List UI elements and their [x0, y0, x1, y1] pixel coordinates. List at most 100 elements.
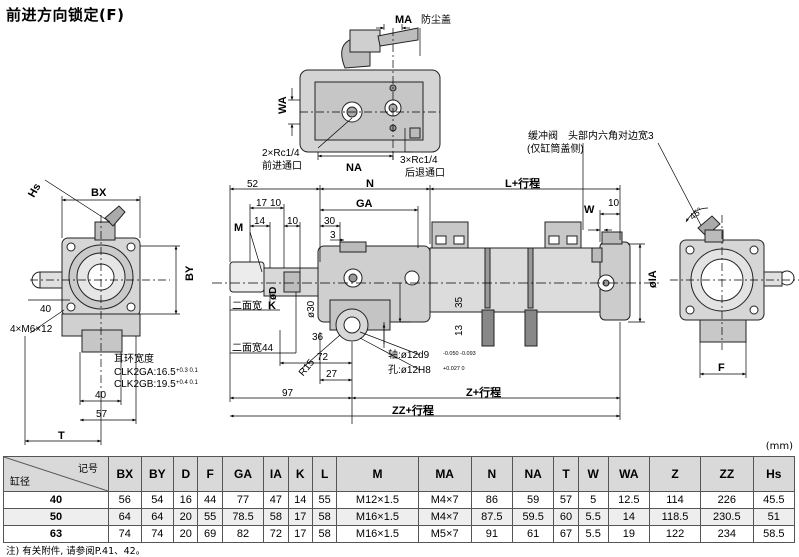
table-cell: 122 — [648, 525, 702, 543]
table-cell: 17 — [287, 508, 313, 526]
label-shaft: 轴:ø12d9 — [388, 348, 430, 361]
label-R15: R15 — [297, 357, 318, 378]
bore-cell: 50 — [3, 508, 109, 526]
label-dust-cover: 防尘盖 — [421, 13, 451, 26]
label-K: K — [268, 300, 276, 312]
table-cell: 82 — [221, 525, 265, 543]
table-cell: 47 — [263, 491, 289, 509]
table-cell: M4×7 — [417, 508, 472, 526]
table-cell: 86 — [470, 491, 514, 509]
label-72: 72 — [317, 352, 329, 363]
label-port-rev-size: 3×Rc1/4 — [400, 155, 438, 166]
table-cell: 78.5 — [221, 508, 265, 526]
col-header: D — [173, 456, 199, 492]
label-hole-tol: +0.027 0 — [443, 366, 465, 372]
label-45deg: 45° — [688, 205, 705, 222]
label-L-stroke: L+行程 — [505, 176, 540, 190]
corner-diagonal — [4, 457, 108, 491]
label-clk2gb: CLK2GB:19.5 — [114, 379, 176, 390]
col-header: BY — [140, 456, 175, 492]
label-BY: BY — [184, 265, 196, 281]
table-cell: M4×7 — [417, 491, 472, 509]
col-header: Hs — [752, 456, 796, 492]
table-cell: 58.5 — [752, 525, 796, 543]
col-header: NA — [511, 456, 555, 492]
table-cell: 20 — [173, 525, 199, 543]
col-header: WA — [607, 456, 651, 492]
label-4xM6: 4×M6×12 — [10, 324, 53, 335]
table-cell: M5×7 — [417, 525, 472, 543]
label-M: M — [234, 222, 243, 234]
table-cell: M16×1.5 — [336, 525, 419, 543]
label-T: T — [58, 430, 65, 442]
table-cell: 55 — [197, 508, 223, 526]
table-row: 40 56 54 16 44 77 47 14 55 M12×1.5 M4×7 … — [3, 491, 796, 509]
table-cell: 45.5 — [752, 491, 796, 509]
table-cell: 58 — [311, 508, 338, 526]
label-hex-across: 头部内六角对边宽3 — [568, 129, 654, 142]
label-clk2gb-tol: +0.4 0.1 — [176, 380, 199, 386]
col-header: L — [311, 456, 338, 492]
label-NA: NA — [346, 162, 362, 174]
table-cell: 64 — [140, 508, 175, 526]
label-WA: WA — [277, 96, 289, 114]
table-cell: 20 — [173, 508, 199, 526]
table-cell: 69 — [197, 525, 223, 543]
table-cell: 55 — [311, 491, 338, 509]
label-MA: MA — [395, 14, 412, 26]
label-W: W — [584, 204, 595, 216]
label-hole: 孔:ø12H8 — [388, 364, 431, 376]
table-cell: 114 — [648, 491, 702, 509]
table-cell: 74 — [108, 525, 142, 543]
table-cell: 5.5 — [577, 525, 609, 543]
label-GA: GA — [356, 198, 373, 210]
col-header: MA — [417, 456, 472, 492]
label-14: 14 — [254, 216, 266, 227]
table-cell: 59 — [511, 491, 555, 509]
side-view — [229, 221, 631, 347]
table-cell: 64 — [108, 508, 142, 526]
label-10a: 10 — [270, 198, 282, 209]
table-cell: 118.5 — [648, 508, 702, 526]
label-N: N — [366, 178, 374, 190]
label-13: 13 — [454, 324, 465, 336]
table-cell: 230.5 — [700, 508, 754, 526]
table-cell: 58 — [263, 508, 289, 526]
label-port-rev: 后退通口 — [405, 167, 445, 179]
label-27: 27 — [326, 369, 338, 380]
label-port-fwd-size: 2×Rc1/4 — [262, 148, 300, 159]
top-view — [299, 27, 441, 153]
table-cell: 14 — [287, 491, 313, 509]
table-cell: 58 — [311, 525, 338, 543]
left-end-view — [31, 205, 141, 353]
label-shaft-tol: -0.050 -0.093 — [443, 351, 476, 357]
dimension-table: 记号 缸径 BX BY D F GA IA K L M MA N NA T W … — [3, 456, 796, 543]
table-cell: 54 — [140, 491, 175, 509]
table-cell: M16×1.5 — [336, 508, 419, 526]
label-phi30: ø30 — [306, 300, 317, 318]
table-cell: 19 — [607, 525, 651, 543]
label-ear-width: 耳环宽度 — [114, 352, 154, 365]
table-cell: 226 — [700, 491, 754, 509]
label-Z-stroke: Z+行程 — [466, 385, 501, 399]
right-end-view — [679, 215, 795, 343]
col-header: F — [197, 456, 223, 492]
table-cell: 56 — [108, 491, 142, 509]
table-cell: 61 — [511, 525, 555, 543]
corner-bore-label: 缸径 — [10, 477, 30, 488]
table-cell: 59.5 — [511, 508, 555, 526]
label-Hs: Hs — [26, 181, 43, 199]
label-F: F — [718, 362, 725, 374]
table-cell: M12×1.5 — [336, 491, 419, 509]
label-17: 17 — [256, 198, 268, 209]
table-cell: 5.5 — [577, 508, 609, 526]
table-cell: 87.5 — [470, 508, 514, 526]
table-row: 50 64 64 20 55 78.5 58 17 58 M16×1.5 M4×… — [3, 508, 796, 526]
table-cell: 17 — [287, 525, 313, 543]
label-clk2ga-tol: +0.3 0.1 — [176, 368, 199, 374]
bore-cell: 40 — [3, 491, 109, 509]
label-36: 36 — [312, 332, 324, 343]
label-35: 35 — [454, 296, 465, 308]
col-header: N — [470, 456, 514, 492]
label-two-flat: 二面宽 — [232, 299, 262, 312]
